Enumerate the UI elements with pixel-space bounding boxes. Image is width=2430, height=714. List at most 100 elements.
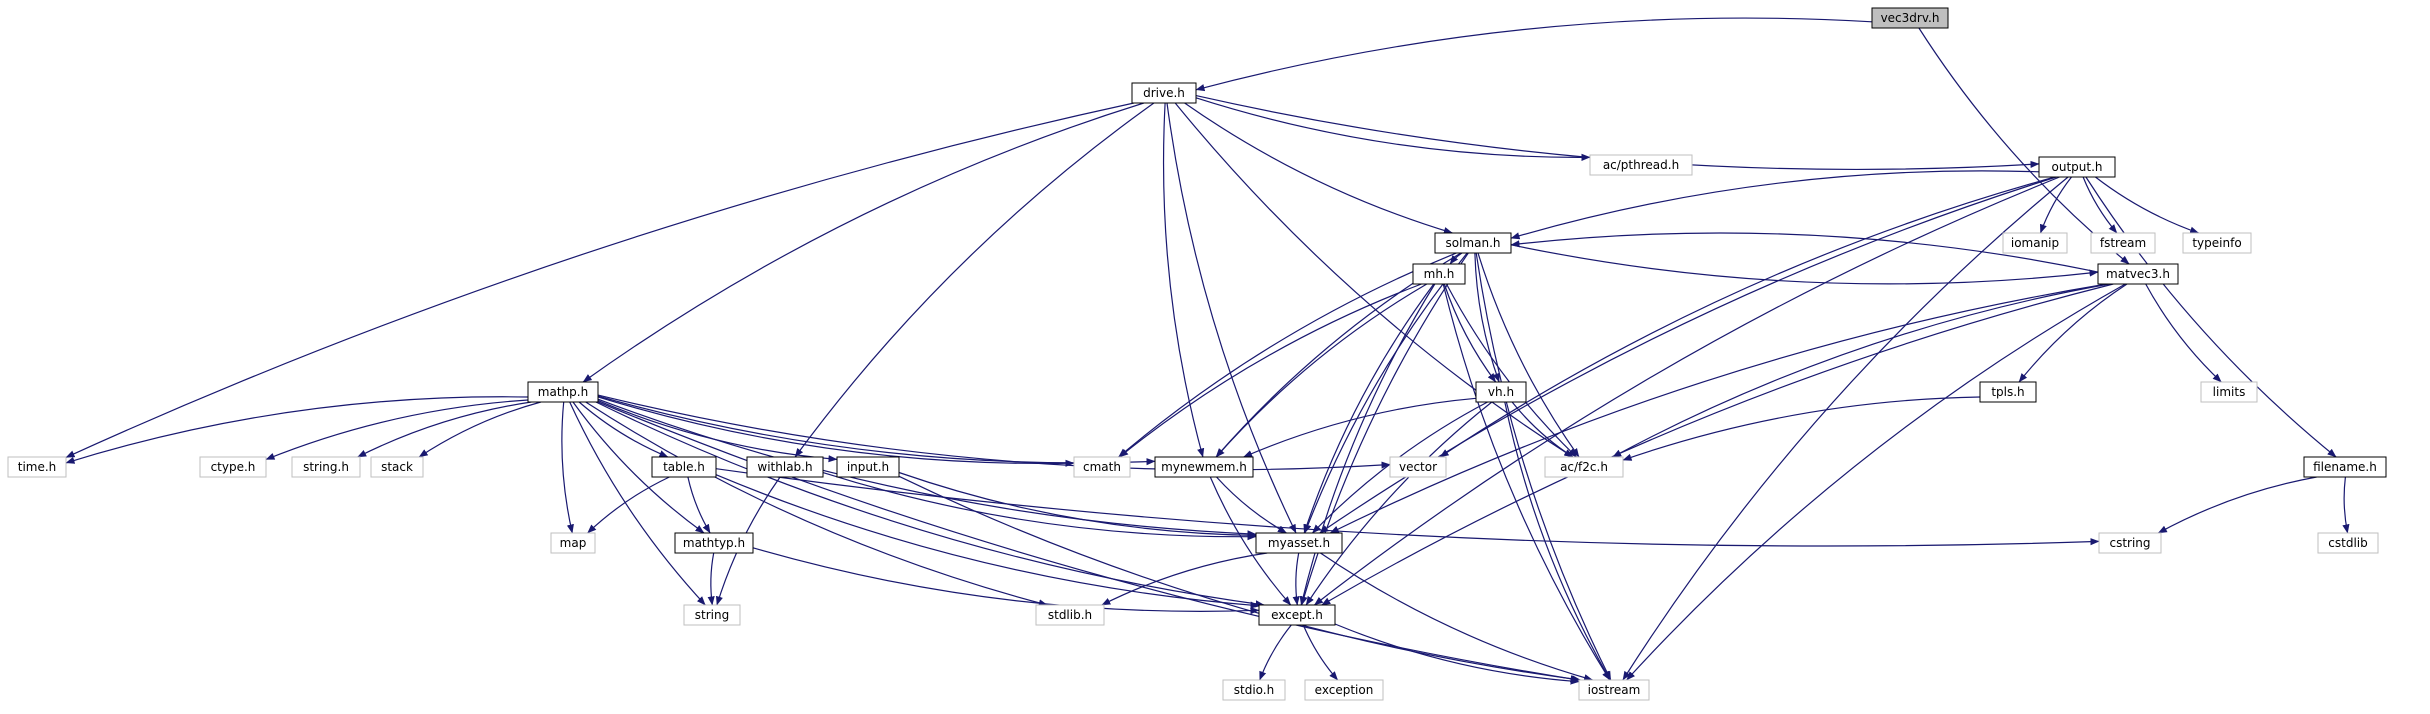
node-vec3drv-h[interactable]: vec3drv.h: [1871, 7, 1949, 29]
edge-table-h-to-mathtyp-h: [687, 476, 711, 534]
node-box: [7, 456, 67, 478]
node-except-h[interactable]: except.h: [1258, 604, 1336, 626]
node-box: [291, 456, 361, 478]
edge-mathp-h-to-ctype-h: [265, 399, 529, 461]
node-box: [370, 456, 424, 478]
edge-solman-h-to-ac-f2c-h: [1477, 252, 1580, 458]
edge-output-h-to-iomanip: [2039, 176, 2072, 234]
node-box: [1475, 381, 1527, 403]
node-withlab-h[interactable]: withlab.h: [746, 456, 824, 478]
node-label: mh.h: [1424, 267, 1455, 281]
edge-drive-h-to-myasset-h: [1166, 102, 1297, 534]
edge-mh-h-to-iostream: [1442, 283, 1611, 681]
edge-vec3drv-h-to-matvec3-h: [1918, 27, 2130, 265]
node-label: cmath: [1083, 460, 1121, 474]
edge-solman-h-to-vh-h: [1474, 252, 1500, 383]
node-box: [1035, 604, 1105, 626]
node-label: matvec3.h: [2106, 267, 2170, 281]
edge-output-h-to-fstream: [2082, 176, 2118, 234]
node-box: [2182, 232, 2252, 254]
node-label: tpls.h: [1991, 385, 2024, 399]
edge-mathp-h-to-mathtyp-h: [572, 401, 705, 534]
edge-mathp-h-to-input-h: [597, 400, 838, 463]
edge-input-h-to-iostream: [898, 475, 1581, 683]
node-exception: exception: [1304, 679, 1384, 701]
node-box: [1258, 604, 1336, 626]
edge-mh-h-to-except-h: [1299, 283, 1436, 606]
edge-mathtyp-h-to-except-h: [752, 547, 1260, 615]
node-label: ac/f2c.h: [1560, 460, 1608, 474]
edge-table-h-to-cstring: [715, 468, 2100, 547]
node-myasset-h[interactable]: myasset.h: [1255, 532, 1343, 554]
edge-mathp-h-to-stack: [418, 401, 542, 458]
node-label: filename.h: [2313, 460, 2377, 474]
node-table-h[interactable]: table.h: [651, 456, 717, 478]
node-cstdlib: cstdlib: [2317, 532, 2379, 554]
edge-mynewmem-h-to-except-h: [1209, 476, 1292, 606]
node-ctype-h: ctype.h: [199, 456, 267, 478]
node-label: iostream: [1588, 683, 1641, 697]
edge-output-h-to-typeinfo: [2095, 176, 2200, 234]
edge-mh-h-to-ac-f2c-h: [1445, 283, 1577, 458]
node-cmath: cmath: [1073, 456, 1131, 478]
node-box: [1154, 456, 1254, 478]
node-label: mathtyp.h: [683, 536, 745, 550]
node-label: stack: [381, 460, 413, 474]
edge-solman-h-to-except-h: [1300, 252, 1469, 606]
node-mh-h[interactable]: mh.h: [1412, 263, 1466, 285]
node-mathp-h[interactable]: mathp.h: [527, 381, 599, 403]
node-iomanip: iomanip: [2002, 232, 2068, 254]
edge-filename-h-to-cstdlib: [2342, 476, 2350, 534]
node-map: map: [550, 532, 596, 554]
edge-mathp-h-to-mynewmem-h: [597, 395, 1156, 466]
node-drive-h[interactable]: drive.h: [1131, 82, 1197, 104]
node-mathtyp-h[interactable]: mathtyp.h: [674, 532, 754, 554]
edge-matvec3-h-to-tpls-h: [2018, 283, 2128, 383]
node-stdio-h: stdio.h: [1222, 679, 1286, 701]
edge-mathp-h-to-iostream: [597, 401, 1580, 683]
node-label: drive.h: [1143, 86, 1185, 100]
node-box: [1979, 381, 2037, 403]
node-box: [1389, 456, 1447, 478]
edge-drive-h-to-solman-h: [1184, 102, 1453, 234]
edge-myasset-h-to-except-h: [1292, 552, 1300, 606]
node-box: [527, 381, 599, 403]
edge-mathtyp-h-to-string: [707, 552, 715, 606]
edge-solman-h-to-cmath: [1118, 252, 1457, 458]
node-label: vec3drv.h: [1881, 11, 1940, 25]
node-label: ac/pthread.h: [1603, 158, 1679, 172]
node-label: vector: [1399, 460, 1437, 474]
node-box: [1434, 232, 1512, 254]
node-vh-h[interactable]: vh.h: [1475, 381, 1527, 403]
edge-myasset-h-to-stdlib-h: [1101, 552, 1268, 606]
edge-mh-h-to-vh-h: [1443, 283, 1497, 383]
edge-mh-h-to-mynewmem-h: [1215, 283, 1428, 458]
node-box: [2090, 232, 2156, 254]
node-label: time.h: [18, 460, 57, 474]
node-solman-h[interactable]: solman.h: [1434, 232, 1512, 254]
node-string-h: string.h: [291, 456, 361, 478]
node-label: stdio.h: [1234, 683, 1274, 697]
node-box: [1578, 679, 1650, 701]
node-mynewmem-h[interactable]: mynewmem.h: [1154, 456, 1254, 478]
node-iostream: iostream: [1578, 679, 1650, 701]
node-matvec3-h[interactable]: matvec3.h: [2097, 263, 2179, 285]
node-label: ctype.h: [211, 460, 256, 474]
node-box: [2303, 456, 2387, 478]
edge-vh-h-to-mynewmem-h: [1243, 397, 1477, 458]
node-ac-pthread-h: ac/pthread.h: [1589, 154, 1693, 176]
edge-mathp-h-to-cmath: [597, 396, 1075, 467]
node-tpls-h[interactable]: tpls.h: [1979, 381, 2037, 403]
edge-drive-h-to-ac-pthread-h: [1195, 97, 1591, 161]
edge-except-h-to-exception: [1302, 624, 1339, 681]
edge-filename-h-to-cstring: [2157, 476, 2317, 534]
node-label: limits: [2213, 385, 2246, 399]
node-box: [1304, 679, 1384, 701]
edge-mathp-h-to-time-h: [65, 396, 529, 464]
node-box: [2038, 156, 2116, 178]
node-input-h[interactable]: input.h: [836, 456, 900, 478]
edge-solman-h-to-myasset-h: [1304, 252, 1468, 534]
node-filename-h[interactable]: filename.h: [2303, 456, 2387, 478]
node-output-h[interactable]: output.h: [2038, 156, 2116, 178]
